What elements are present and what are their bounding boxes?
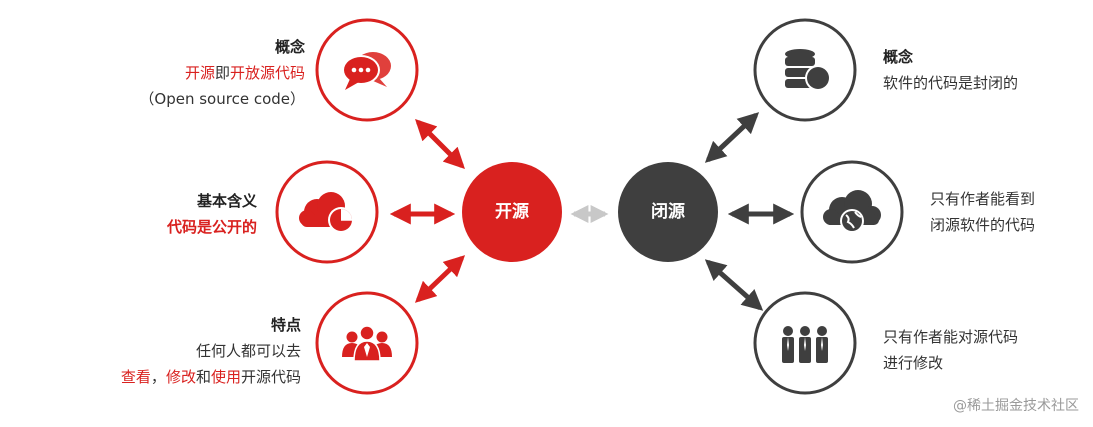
closed-concept-block: 概念 软件的代码是封闭的 <box>883 44 1018 96</box>
arrow-open-feature <box>414 255 466 303</box>
arrow-closed-modify <box>704 259 764 311</box>
closed-concept-heading: 概念 <box>883 48 914 66</box>
watermark: @稀土掘金技术社区 <box>953 398 1079 414</box>
closed-modify-block: 只有作者能对源代码 进行修改 <box>883 324 1018 376</box>
arrow-open-concept <box>415 119 465 169</box>
closed-view-block: 只有作者能看到 闭源软件的代码 <box>930 186 1035 238</box>
text-segment: 和 <box>195 368 211 386</box>
closed-source-hub <box>618 162 718 262</box>
closed-view-line2: 闭源软件的代码 <box>930 216 1036 234</box>
open-meaning-line1: 代码是公开的 <box>166 218 257 236</box>
chat-bubbles-icon <box>342 52 391 90</box>
open-concept-heading: 概念 <box>274 38 305 56</box>
open-concept-block: 概念 开源即开放源代码 （Open source code） <box>139 34 305 112</box>
text-segment: 使用 <box>210 368 241 386</box>
open-feature-heading: 特点 <box>270 316 301 334</box>
open-meaning-heading: 基本含义 <box>196 192 257 210</box>
text-segment: 查看 <box>120 368 151 386</box>
team-people-icon <box>342 325 392 362</box>
open-feature-line1: 任何人都可以去 <box>195 342 301 360</box>
closed-concept-line1: 软件的代码是封闭的 <box>883 74 1019 92</box>
closed-view-line1: 只有作者能看到 <box>930 190 1036 208</box>
text-segment: 开放源代码 <box>229 64 305 82</box>
closed-modify-line2: 进行修改 <box>883 354 944 372</box>
closed-source-label: 闭源 <box>651 202 685 222</box>
cloud-globe-icon <box>823 190 881 233</box>
cloud-chart-icon <box>299 192 354 233</box>
open-feature-line2: 查看，修改和使用开源代码 <box>121 364 301 390</box>
text-segment: 开源 <box>184 64 215 82</box>
text-segment: 修改 <box>165 368 196 386</box>
open-feature-block: 特点 任何人都可以去 查看，修改和使用开源代码 <box>121 312 301 390</box>
database-icon <box>785 49 831 91</box>
open-concept-line1: 开源即开放源代码 <box>139 60 305 86</box>
open-meaning-block: 基本含义 代码是公开的 <box>167 188 257 240</box>
text-segment: ， <box>150 368 166 386</box>
open-source-label: 开源 <box>495 202 529 222</box>
open-concept-line2: （Open source code） <box>139 90 305 108</box>
arrow-closed-concept <box>704 112 760 163</box>
text-segment: 开源代码 <box>240 368 301 386</box>
text-segment: 即 <box>214 64 230 82</box>
business-team-icon <box>782 326 828 363</box>
closed-modify-line1: 只有作者能对源代码 <box>883 328 1019 346</box>
open-source-hub <box>462 162 562 262</box>
